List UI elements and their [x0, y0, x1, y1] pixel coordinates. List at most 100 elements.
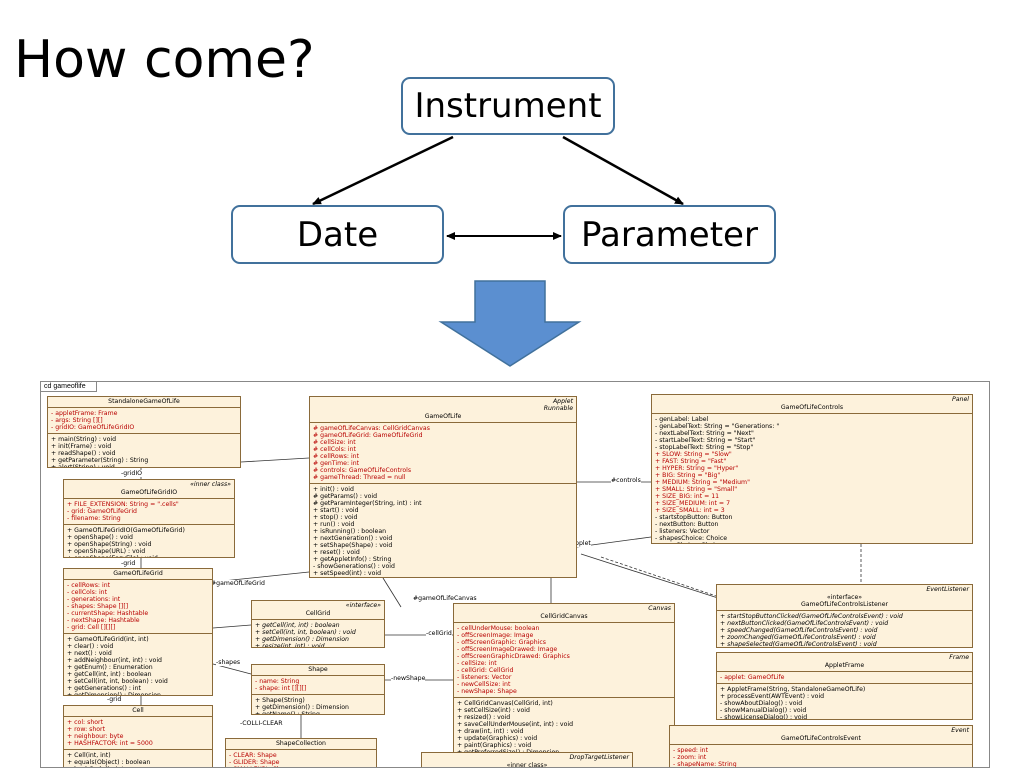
- class-attribute: + FILE_EXTENSION: String = ".cells": [67, 501, 179, 508]
- class-attributes: - cellRows: int- cellCols: int- generati…: [64, 580, 212, 634]
- class-operation: # getParamInteger(String, int) : int: [313, 500, 422, 507]
- class-operation: + equals(Object) : boolean: [67, 759, 151, 766]
- uml-class-standalone: StandaloneGameOfLife- appletFrame: Frame…: [47, 396, 241, 468]
- class-operation: + getName() : String: [255, 711, 320, 715]
- class-operation: + setShape(Shape) : void: [313, 542, 393, 549]
- class-attribute: + SIZE_SMALL: int = 3: [655, 507, 725, 514]
- class-attribute: - grid: GameOfLifeGrid: [67, 508, 137, 515]
- class-operation: + getDimension() : Dimension: [255, 636, 349, 643]
- class-attribute: # controls: GameOfLifeControls: [313, 467, 412, 474]
- class-attribute: + row: short: [67, 726, 106, 733]
- class-operation: + GameOfLifeGridIO(GameOfLifeGrid): [67, 527, 185, 534]
- class-attribute: # gameThread: Thread = null: [313, 474, 406, 481]
- class-attribute: - startLabelText: String = "Start": [655, 437, 756, 444]
- class-attribute: - zoomChoice: Choice: [655, 542, 969, 543]
- class-operation: + zoomChanged(GameOfLifeControlsEvent) :…: [720, 634, 876, 641]
- class-operation: + openShape(String) : void: [67, 541, 152, 548]
- uml-class-shapecollection: ShapeCollection- CLEAR: Shape- GLIDER: S…: [225, 738, 377, 767]
- class-attribute: + MEDIUM: String = "Medium": [655, 479, 750, 486]
- class-attribute: # cellRows: int: [313, 453, 360, 460]
- uml-class-diagram: cd gameoflife -gridIO -grid -grid #gameO…: [40, 381, 990, 768]
- date-node: Date: [231, 205, 444, 264]
- class-operation: + setCell(int, int, boolean) : void: [67, 678, 168, 685]
- class-attribute: - cellGrid: CellGrid: [457, 667, 514, 674]
- class-operations: + main(String) : void+ init(Frame) : voi…: [48, 434, 240, 467]
- class-operation: + addNeighbour(int, int) : void: [67, 657, 162, 664]
- uml-class-gamegrid: GameOfLifeGrid- cellRows: int- cellCols:…: [63, 568, 213, 696]
- class-attributes: + col: short+ row: short+ neighbour: byt…: [64, 717, 212, 750]
- down-arrow-icon: [438, 280, 582, 367]
- class-attribute: - nextLabelText: String = "Next": [655, 430, 754, 437]
- class-stereotype: Canvas: [648, 605, 671, 612]
- class-attribute: - shapeName: String: [673, 761, 737, 768]
- class-operation: + nextGeneration() : void: [313, 535, 393, 542]
- class-operation: + saveCellUnderMouse(int, int) : void: [457, 721, 574, 728]
- class-attributes: - CLEAR: Shape- GLIDER: Shape- SMALLEXPL…: [226, 750, 376, 767]
- class-operation: + getGenerations() : int: [67, 685, 141, 692]
- class-operation: + draw(int, int) : void: [457, 728, 524, 735]
- class-operations: + Shape(String)+ getDimension() : Dimens…: [252, 695, 384, 715]
- instrument-parameter-arrow: [562, 135, 684, 206]
- class-name: GameOfLifeGridIO: [64, 488, 234, 499]
- class-operation: + init(Frame) : void: [51, 443, 112, 450]
- class-operation: + CellGridCanvas(CellGrid, int): [457, 700, 553, 707]
- class-operations: + AppletFrame(String, StandaloneGameOfLi…: [717, 684, 972, 719]
- class-operation: + init() : void: [313, 486, 354, 493]
- class-attributes: + FILE_EXTENSION: String = ".cells"- gri…: [64, 499, 234, 525]
- class-attribute: - speed: int: [673, 747, 709, 754]
- class-attribute: # cellCols: int: [313, 446, 356, 453]
- class-attribute: - generations: int: [67, 596, 121, 603]
- class-operation: + isRunning() : boolean: [313, 528, 387, 535]
- class-name: Shape: [252, 665, 384, 676]
- class-attribute: + col: short: [67, 719, 104, 726]
- class-attribute: - newCellSize: int: [457, 681, 511, 688]
- class-attribute: - cellUnderMouse: boolean: [457, 625, 540, 632]
- class-attribute: - currentShape: Hashtable: [67, 610, 149, 617]
- class-operation: + setCell(int, int, boolean) : void: [255, 629, 356, 636]
- class-operation: + openShape(URL) : void: [67, 548, 146, 555]
- class-attribute: - offScreenImage: Image: [457, 632, 534, 639]
- class-operation: + startStopButtonClicked(GameOfLifeContr…: [720, 613, 903, 620]
- class-name: Cell: [64, 706, 212, 717]
- class-operation: + update(Graphics) : void: [457, 735, 538, 742]
- class-operation: + setSpeed(int) : void: [313, 570, 382, 577]
- class-operation: + next() : void: [67, 650, 112, 657]
- class-attribute: - shapes: Shape [][]: [67, 603, 129, 610]
- class-attribute: - SMALLEXPL: Shape: [229, 766, 373, 767]
- class-attribute: - shape: int [][][]: [255, 685, 307, 692]
- assoc-label: -COLLI-CLEAR: [240, 720, 283, 727]
- class-attributes: - name: String- shape: int [][][]: [252, 676, 384, 695]
- slide-title: How come?: [14, 30, 315, 90]
- class-attribute: - cellCols: int: [67, 589, 108, 596]
- assoc-label: #controls: [611, 477, 641, 484]
- class-operations: + GameOfLifeGrid(int, int)+ clear() : vo…: [64, 634, 212, 695]
- class-operation: + getAppletInfo() : String: [313, 556, 392, 563]
- class-operation: + nextButtonClicked(GameOfLifeControlsEv…: [720, 620, 889, 627]
- class-name: AppletFrame: [717, 661, 972, 672]
- class-attribute: # genTime: int: [313, 460, 360, 467]
- class-stereotype: DropTargetListener: [569, 754, 629, 761]
- class-operation: + readShape() : void: [51, 450, 116, 457]
- assoc-label: -gridIO: [121, 470, 143, 477]
- diagram-tab: cd gameoflife: [41, 382, 97, 392]
- class-operation: - showManualDialog() : void: [720, 707, 807, 714]
- assoc-label: #gameOfLifeCanvas: [413, 595, 477, 602]
- class-attributes: - appletFrame: Frame- args: String [][]-…: [48, 408, 240, 434]
- class-attribute: # gameOfLifeGrid: GameOfLifeGrid: [313, 432, 423, 439]
- class-attribute: - zoom: int: [673, 754, 707, 761]
- class-operations: + Cell(int, int)+ equals(Object) : boole…: [64, 750, 212, 767]
- class-operation: + hashCode() : int: [67, 766, 209, 767]
- class-operation: + setCellSize(int) : void: [457, 707, 530, 714]
- class-operation: + Cell(int, int): [67, 752, 111, 759]
- class-attribute: - nextShape: Hashtable: [67, 617, 140, 624]
- class-attribute: # gameOfLifeCanvas: CellGridCanvas: [313, 425, 430, 432]
- class-attribute: - cellRows: int: [67, 582, 111, 589]
- class-attribute: - offScreenGraphicDrawed: Graphics: [457, 653, 570, 660]
- assoc-label: -grid: [107, 696, 122, 703]
- class-operation: # getParams() : void: [313, 493, 378, 500]
- class-attribute: - args: String [][]: [51, 417, 103, 424]
- uml-class-cellgridif: «interface»CellGrid+ getCell(int, int) :…: [251, 600, 385, 648]
- class-operation: + Shape(String): [255, 697, 305, 704]
- class-operation: + stop() : void: [313, 514, 358, 521]
